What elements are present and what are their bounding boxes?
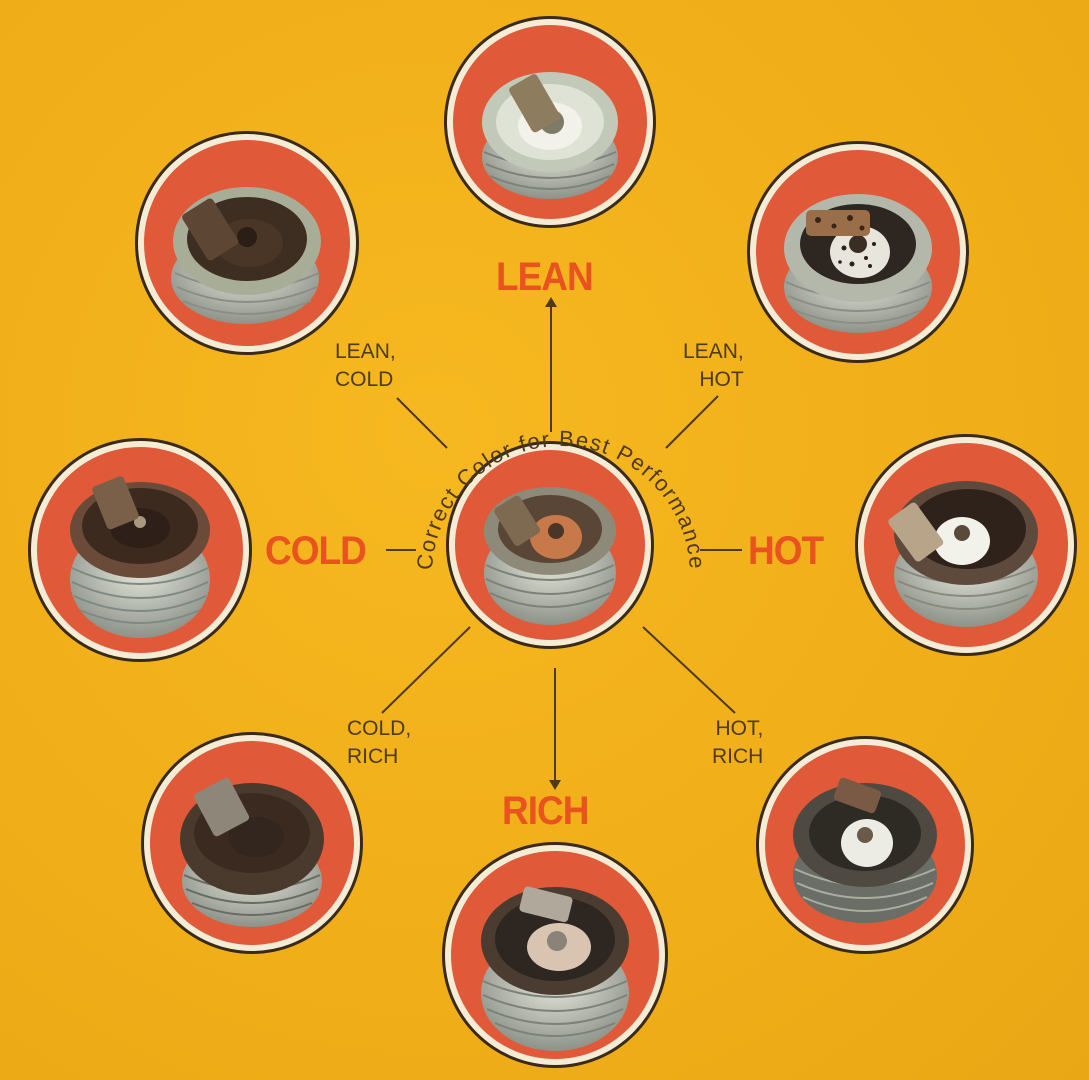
connector-lines [381,297,742,790]
label-lean: LEAN [496,254,594,299]
label-rich: RICH [502,788,589,833]
label-cold: COLD [265,528,367,573]
plug-correct [446,441,654,649]
label-hot: HOT [748,528,824,573]
plug-rich [442,842,668,1068]
plug-lean-cold [135,131,359,355]
line-cold-rich [381,626,471,714]
plug-lean-hot [747,141,969,363]
label-cold-rich: COLD, RICH [347,717,412,768]
label-lean-hot: LEAN, HOT [683,340,744,391]
plug-hot [855,434,1077,656]
label-hot-rich: HOT, RICH [712,717,764,768]
label-lean-cold: LEAN, COLD [335,340,396,391]
plug-cold-rich [141,732,363,954]
line-lean-cold [396,397,448,449]
line-lean-hot [665,395,719,449]
plug-hot-rich [756,736,974,954]
line-hot-rich [642,626,736,714]
plug-cold [28,438,252,662]
plug-lean [444,16,656,228]
